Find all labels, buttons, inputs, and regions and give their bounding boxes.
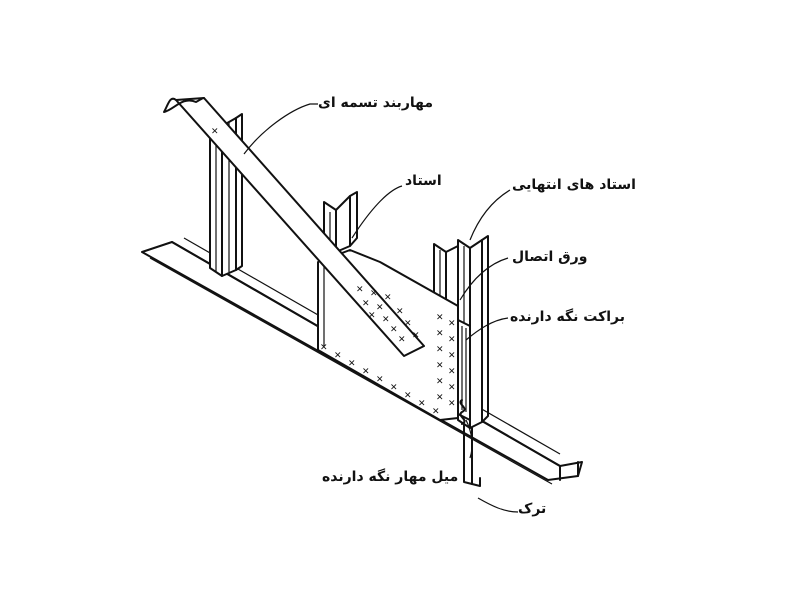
svg-text:✕: ✕ [362, 299, 370, 309]
svg-text:✕: ✕ [396, 307, 404, 317]
plate-fasteners: ✕ ✕ ✕ ✕ ✕ ✕ ✕ ✕ ✕ ✕ ✕ ✕ ✕ ✕ ✕ ✕ ✕ ✕ ✕ ✕ … [320, 313, 456, 417]
svg-text:✕: ✕ [370, 289, 378, 299]
svg-text:✕: ✕ [448, 383, 456, 393]
svg-text:✕: ✕ [448, 351, 456, 361]
svg-text:✕: ✕ [436, 329, 444, 339]
svg-text:✕: ✕ [418, 399, 426, 409]
label-track: ترک [518, 501, 547, 517]
svg-text:✕: ✕ [436, 345, 444, 355]
label-gusset-plate: ورق اتصال [512, 249, 588, 265]
svg-text:✕: ✕ [390, 325, 398, 335]
svg-text:✕: ✕ [436, 393, 444, 403]
svg-text:✕: ✕ [211, 127, 219, 137]
svg-text:✕: ✕ [382, 315, 390, 325]
svg-text:✕: ✕ [362, 367, 370, 377]
svg-text:✕: ✕ [334, 351, 342, 361]
svg-text:✕: ✕ [404, 319, 412, 329]
label-anchor-bolt: میل مهار نگه دارنده [322, 469, 459, 485]
svg-text:✕: ✕ [320, 343, 328, 353]
leader-lines [243, 103, 519, 513]
svg-text:✕: ✕ [412, 331, 420, 341]
svg-text:✕: ✕ [448, 367, 456, 377]
label-end-studs: استاد های انتهایی [512, 177, 636, 193]
svg-text:✕: ✕ [376, 303, 384, 313]
label-strap-bracing: مهاربند تسمه ای [318, 95, 434, 111]
svg-text:✕: ✕ [436, 313, 444, 323]
svg-text:✕: ✕ [448, 319, 456, 329]
svg-text:✕: ✕ [404, 391, 412, 401]
holdown-bracket [457, 319, 471, 421]
anchor-bolt [459, 399, 481, 487]
svg-text:✕: ✕ [356, 285, 364, 295]
svg-text:✕: ✕ [448, 335, 456, 345]
svg-text:✕: ✕ [348, 359, 356, 369]
svg-text:✕: ✕ [384, 293, 392, 303]
label-holdown-bracket: براکت نگه دارنده [510, 309, 626, 325]
label-stud: استاد [405, 173, 442, 189]
svg-text:✕: ✕ [448, 399, 456, 409]
svg-text:✕: ✕ [436, 361, 444, 371]
svg-text:✕: ✕ [376, 375, 384, 385]
svg-text:✕: ✕ [390, 383, 398, 393]
svg-text:✕: ✕ [398, 335, 406, 345]
strap-brace: ✕ ✕ ✕ ✕ ✕ ✕ ✕ ✕ ✕ ✕ ✕ ✕ ✕ [163, 97, 425, 357]
svg-text:✕: ✕ [368, 311, 376, 321]
svg-text:✕: ✕ [436, 377, 444, 387]
svg-text:✕: ✕ [432, 407, 440, 417]
